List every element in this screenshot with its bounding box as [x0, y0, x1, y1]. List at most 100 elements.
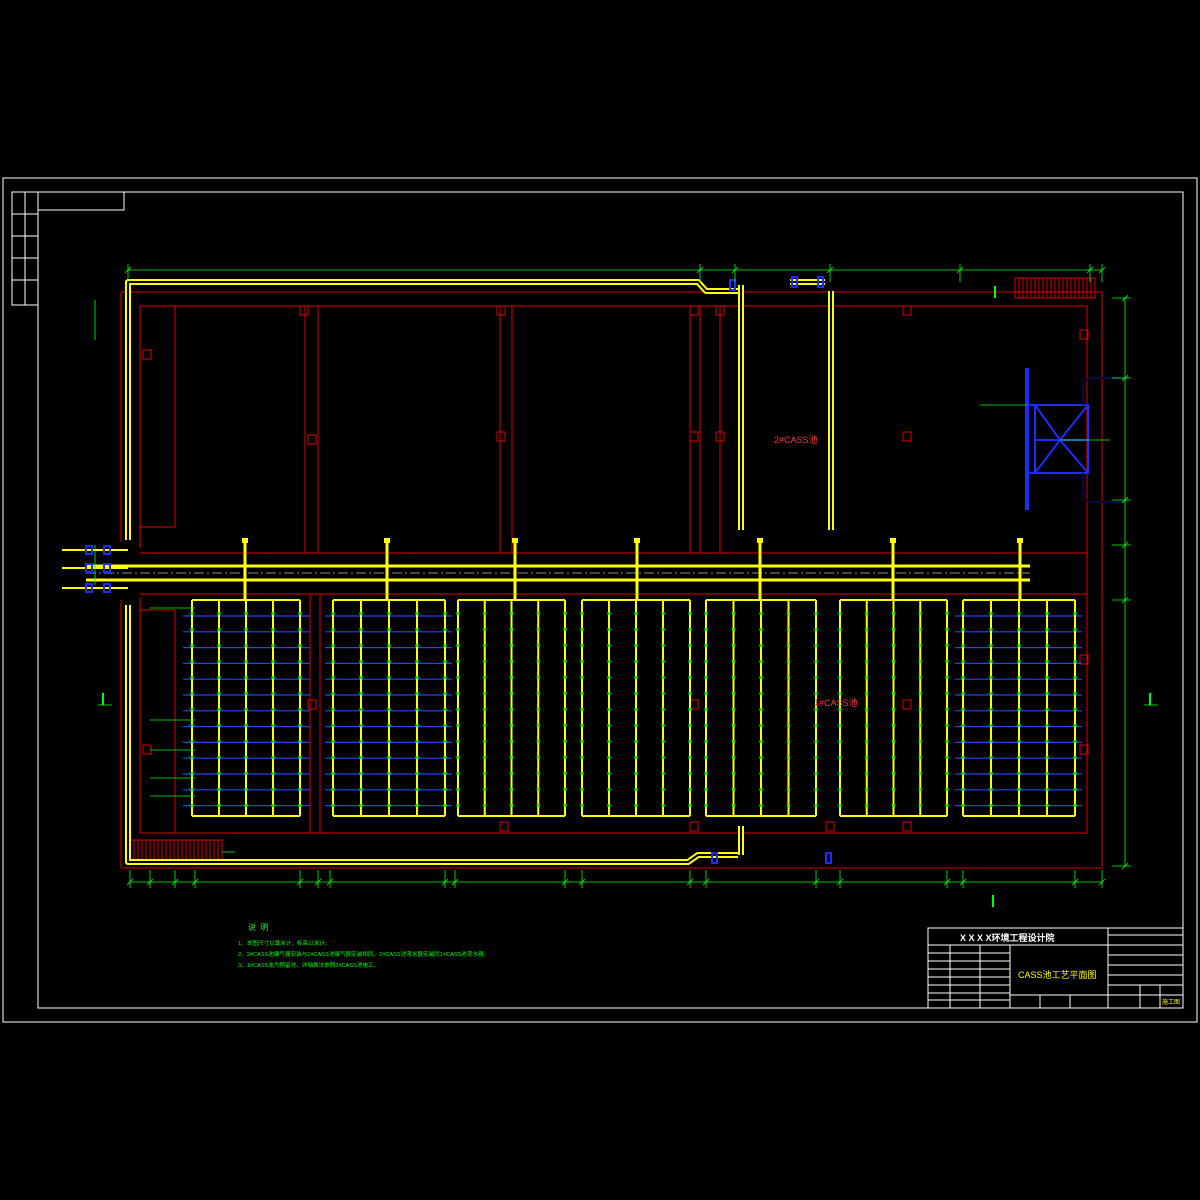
diffuser-marker: [704, 804, 708, 807]
diffuser-marker: [536, 724, 540, 727]
diffuser-marker: [190, 692, 194, 695]
pipe-valve: [711, 852, 718, 864]
diffuser-marker: [661, 660, 665, 663]
diffuser-marker: [483, 628, 487, 631]
diffuser-marker: [415, 708, 419, 711]
diffuser-marker: [838, 788, 842, 791]
diffuser-marker: [607, 724, 611, 727]
diffuser-marker: [918, 660, 922, 663]
diffuser-marker: [331, 644, 335, 647]
diffuser-marker: [271, 660, 275, 663]
diffuser-marker: [787, 804, 790, 807]
diffuser-marker: [865, 612, 869, 615]
diffuser-marker: [892, 804, 895, 807]
diffuser-marker: [634, 740, 638, 743]
diffuser-marker: [217, 660, 221, 663]
diffuser-marker: [634, 788, 638, 791]
diffuser-marker: [814, 756, 818, 759]
diffuser-marker: [1045, 692, 1049, 695]
diffuser-marker: [704, 708, 708, 711]
diffuser-marker: [759, 724, 763, 727]
drawing-title: CASS池工艺平面图: [1018, 969, 1097, 980]
diffuser-marker: [271, 628, 275, 631]
diffuser-marker: [387, 708, 391, 711]
diffuser-marker: [298, 644, 302, 647]
diffuser-marker: [1017, 804, 1021, 807]
diffuser-marker: [580, 740, 584, 743]
diffuser-marker: [892, 644, 895, 647]
diffuser-marker: [989, 628, 993, 631]
diffuser-marker: [483, 676, 487, 679]
diffuser-marker: [443, 708, 447, 711]
diffuser-marker: [989, 756, 993, 759]
diffuser-marker: [688, 772, 692, 775]
diffuser-marker: [331, 740, 335, 743]
diffuser-marker: [759, 660, 763, 663]
diffuser-marker: [688, 628, 692, 631]
diffuser-marker: [989, 804, 993, 807]
diffuser-marker: [634, 628, 638, 631]
diffuser-marker: [688, 740, 692, 743]
diffuser-marker: [759, 788, 763, 791]
diffuser-marker: [443, 804, 447, 807]
diffuser-marker: [443, 628, 447, 631]
diffuser-marker: [759, 692, 763, 695]
diffuser-marker: [1017, 644, 1021, 647]
diffuser-marker: [244, 612, 248, 615]
diffuser-marker: [563, 756, 567, 759]
column-box: [307, 434, 317, 445]
diffuser-marker: [961, 772, 965, 775]
diffuser-marker: [563, 804, 567, 807]
diffuser-marker: [510, 612, 513, 615]
diffuser-marker: [1073, 644, 1077, 647]
column-box: [689, 305, 699, 316]
diffuser-marker: [536, 788, 540, 791]
diffuser-marker: [563, 724, 567, 727]
diffuser-marker: [1045, 740, 1049, 743]
diffuser-marker: [634, 708, 638, 711]
diffuser-marker: [443, 692, 447, 695]
diffuser-marker: [945, 612, 949, 615]
decanter-brace: [1059, 439, 1089, 474]
diffuser-marker: [271, 804, 275, 807]
diffuser-marker: [634, 772, 638, 775]
diffuser-marker: [456, 660, 460, 663]
column-box: [496, 305, 506, 316]
diffuser-marker: [443, 788, 447, 791]
diffuser-marker: [359, 628, 363, 631]
tank-walls: [120, 291, 1103, 869]
diffuser-marker: [892, 628, 895, 631]
diffuser-marker: [359, 772, 363, 775]
diffuser-marker: [443, 644, 447, 647]
diffuser-marker: [865, 628, 869, 631]
diffuser-marker: [787, 708, 790, 711]
diffuser-marker: [865, 804, 869, 807]
diffuser-marker: [456, 612, 460, 615]
diffuser-marker: [732, 740, 735, 743]
diffuser-marker: [510, 644, 513, 647]
diffuser-marker: [661, 740, 665, 743]
diffuser-marker: [244, 628, 248, 631]
diffuser-marker: [443, 740, 447, 743]
diffuser-marker: [1045, 788, 1049, 791]
diffuser-marker: [787, 788, 790, 791]
diffuser-marker: [838, 756, 842, 759]
diffuser-marker: [814, 644, 818, 647]
diffuser-marker: [415, 644, 419, 647]
diffuser-marker: [563, 708, 567, 711]
diffuser-marker: [961, 660, 965, 663]
diffuser-marker: [1045, 772, 1049, 775]
diffuser-marker: [732, 612, 735, 615]
diffuser-marker: [1045, 804, 1049, 807]
diffuser-marker: [443, 772, 447, 775]
diffuser-marker: [387, 628, 391, 631]
diffuser-marker: [359, 740, 363, 743]
diffuser-marker: [787, 612, 790, 615]
diffuser-marker: [271, 788, 275, 791]
diffuser-marker: [359, 756, 363, 759]
diffuser-marker: [456, 772, 460, 775]
inflow-valve: [85, 583, 93, 593]
pipe-valve: [825, 852, 832, 864]
diffuser-marker: [483, 724, 487, 727]
diffuser-marker: [814, 612, 818, 615]
